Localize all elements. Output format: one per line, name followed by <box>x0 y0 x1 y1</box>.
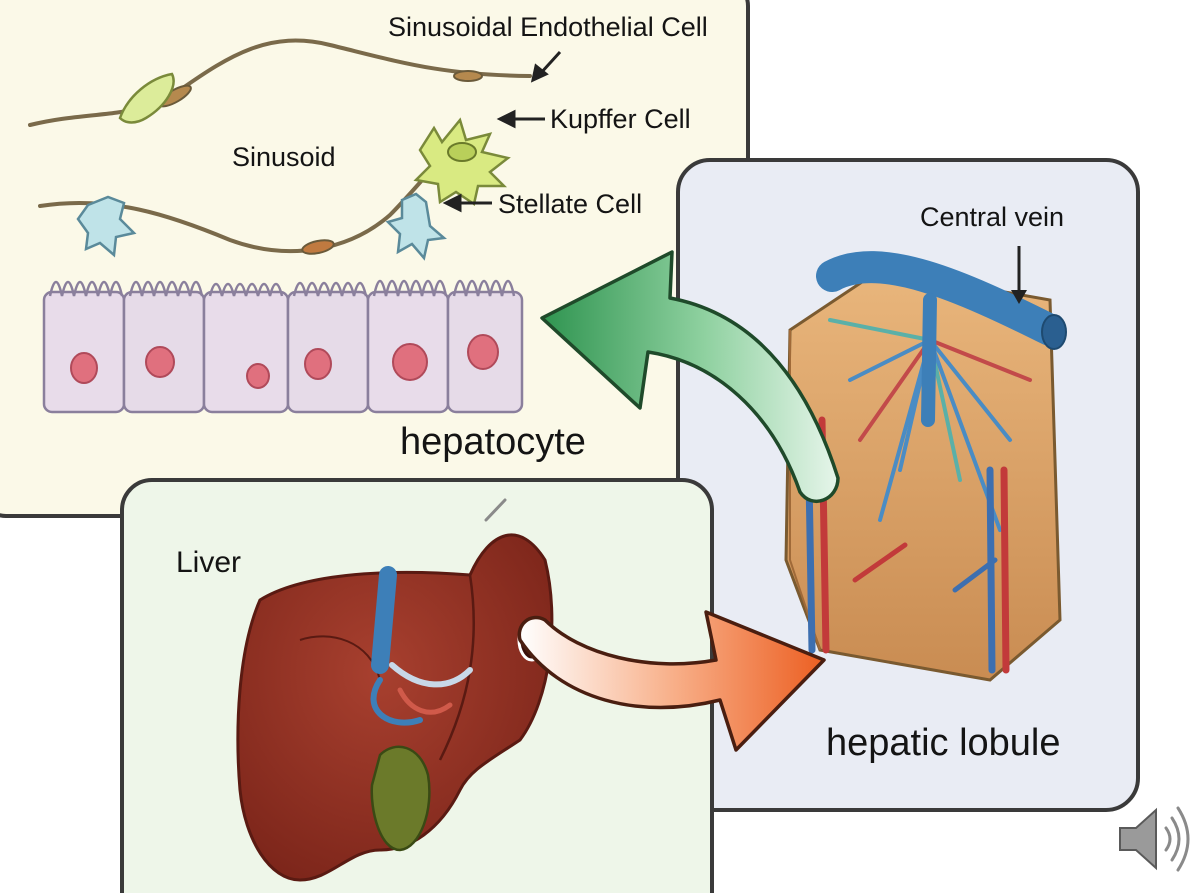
label-hepatocyte: hepatocyte <box>400 421 586 463</box>
hepatocyte-row <box>42 279 524 414</box>
liver-panel: Liver <box>120 478 714 893</box>
endothelial-lining <box>28 38 532 255</box>
gallbladder <box>370 745 431 852</box>
cell-panel: Sinusoidal Endothelial Cell Kupffer Cell… <box>0 0 750 518</box>
stellate-cell <box>385 192 447 261</box>
magnify-arrow-lobule-to-cells <box>540 250 840 504</box>
label-hepatic-lobule: hepatic lobule <box>826 722 1061 764</box>
liver-vessels <box>370 498 507 726</box>
endothelial-cell-body <box>118 72 175 124</box>
label-liver: Liver <box>176 546 241 579</box>
stellate-cell-left <box>76 195 137 258</box>
central-vein <box>816 251 1066 346</box>
magnify-arrow-liver-to-lobule <box>517 610 826 752</box>
hepatocyte-nuclei <box>70 334 499 389</box>
label-sinusoidal-endothelial-cell: Sinusoidal Endothelial Cell <box>388 12 708 42</box>
central-vein-pointer <box>1011 246 1027 304</box>
label-kupffer-cell: Kupffer Cell <box>550 104 691 134</box>
label-stellate-cell: Stellate Cell <box>498 189 642 219</box>
cell-panel-frame <box>0 0 750 518</box>
speaker-icon[interactable] <box>1119 806 1190 872</box>
label-pointers <box>442 50 562 213</box>
label-central-vein: Central vein <box>920 202 1064 232</box>
label-sinusoid: Sinusoid <box>232 142 336 172</box>
